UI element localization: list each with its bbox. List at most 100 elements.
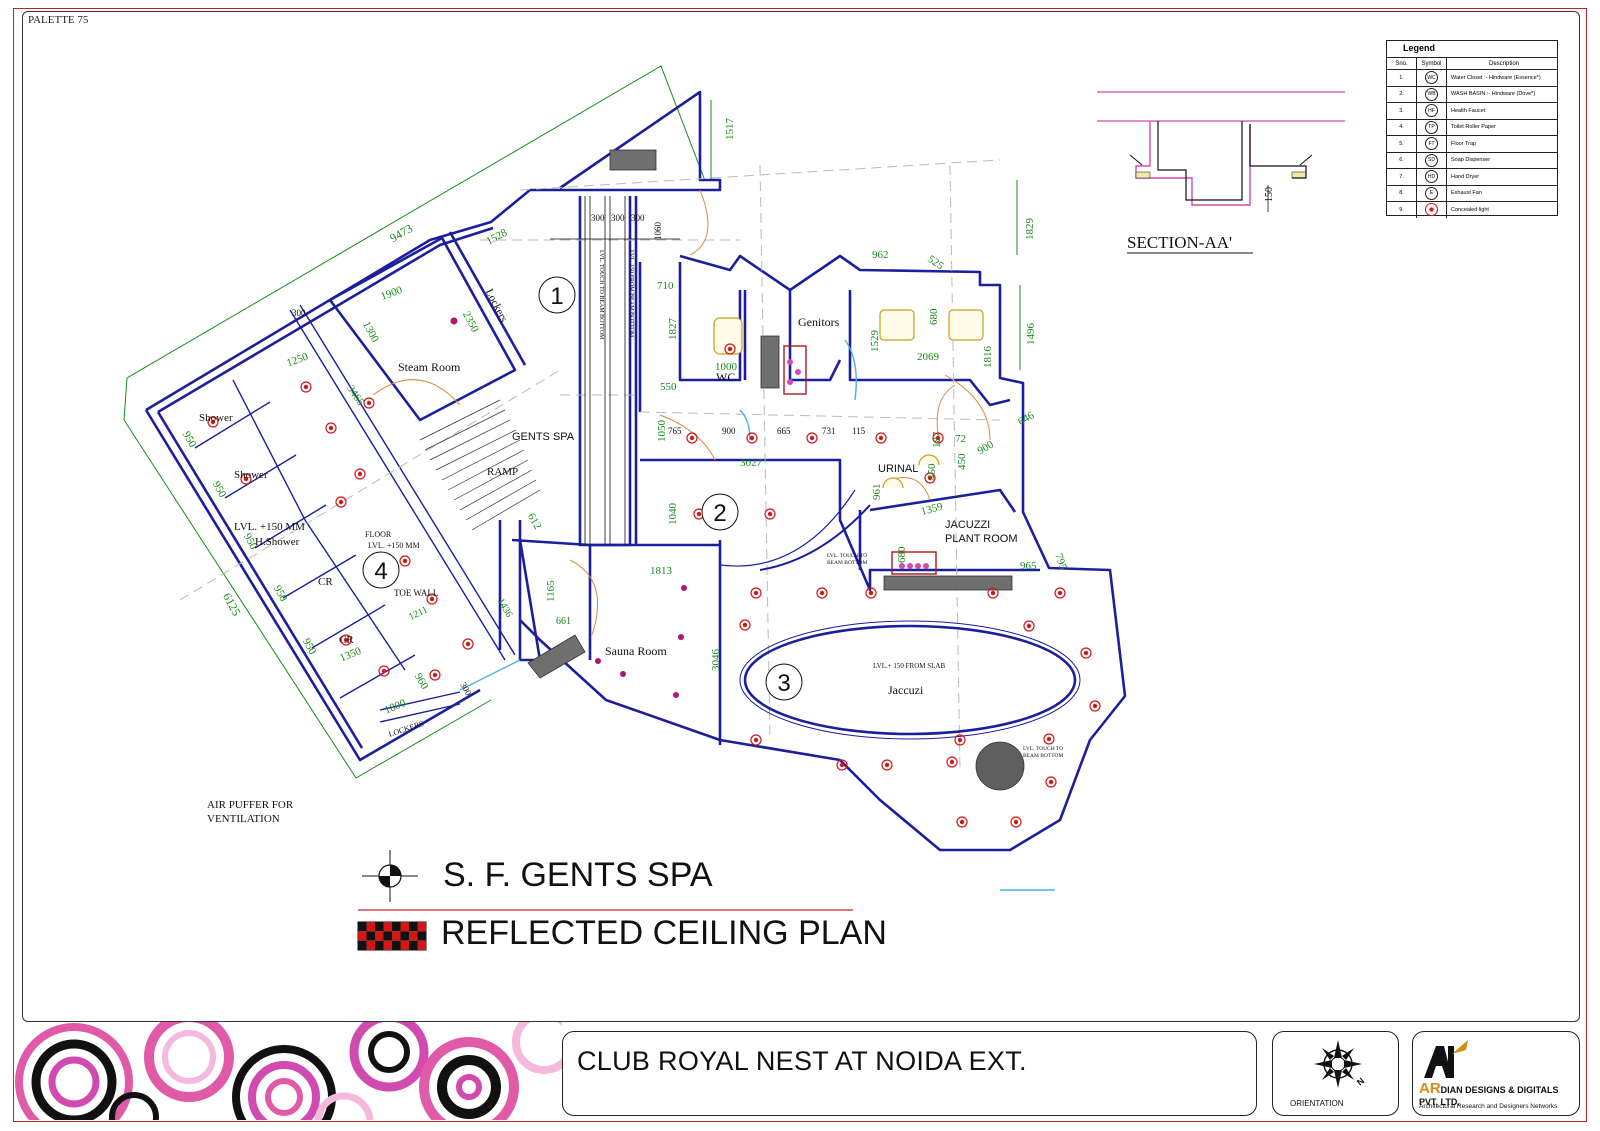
- lockers-bottom-label: LOCKERS: [388, 719, 425, 739]
- svg-text:72: 72: [955, 433, 966, 445]
- lvl-150-label: LVL. +150 MM: [234, 521, 305, 533]
- concealed-light-icon: [836, 759, 848, 771]
- company-logo-icon: [1424, 1040, 1468, 1078]
- checker-cell: [366, 940, 375, 950]
- concealed-light-dot: [878, 435, 884, 441]
- toe-wall-label: TOE WALL: [394, 588, 438, 598]
- concealed-light-icon: [1425, 203, 1438, 217]
- checker-cell: [358, 940, 367, 950]
- air-puffer-label-1: AIR PUFFER FOR: [207, 799, 294, 811]
- svg-text:1211: 1211: [407, 605, 429, 623]
- checker-cell: [400, 931, 409, 941]
- concealed-light-icon: [340, 634, 352, 646]
- cr-2-label: CR: [339, 634, 354, 646]
- legend-description: Health Faucet: [1451, 107, 1486, 114]
- legend-description: Floor Trap: [1451, 140, 1477, 147]
- svg-text:950: 950: [300, 636, 319, 657]
- concealed-light-dot: [328, 425, 334, 431]
- fixture-symbol-icon: HF: [1425, 104, 1438, 118]
- svg-text:N: N: [1355, 1076, 1366, 1088]
- checker-cell: [383, 940, 392, 950]
- checker-cell: [417, 931, 426, 941]
- equipment-boxes: [783, 345, 937, 575]
- svg-text:795: 795: [1052, 552, 1069, 572]
- sanitary-fixtures: [713, 309, 984, 355]
- shower-1-label: Shower: [199, 412, 233, 424]
- legend-header-symbol: Symbol: [1417, 58, 1447, 69]
- svg-text:2069: 2069: [917, 351, 940, 363]
- concealed-light-icon: [881, 759, 893, 771]
- checker-cell: [383, 931, 392, 941]
- svg-text:1165: 1165: [545, 580, 557, 602]
- svg-text:300: 300: [611, 213, 625, 223]
- legend-symbol-cell: TP: [1417, 119, 1447, 135]
- sheet-drawing-frame: [22, 11, 1580, 1022]
- beam-note-1: LVL. TOUCH TO BEAM BOTTOM: [598, 250, 604, 340]
- concealed-light-dot: [432, 672, 438, 678]
- company-name-text: DIAN DESIGNS & DIGITALS PVT. LTD.: [1419, 1085, 1559, 1107]
- walls: [144, 90, 1127, 852]
- jaccuzi-label: Jaccuzi: [888, 683, 924, 697]
- concealed-light-icon: [426, 593, 438, 605]
- checker-cell: [417, 940, 426, 950]
- svg-text:612: 612: [525, 511, 544, 531]
- lvl-touch-2a: LVL. TOUCH TO: [1023, 746, 1063, 752]
- urinal-fixtures: [882, 454, 940, 489]
- concealed-light-dot: [819, 590, 825, 596]
- project-title: CLUB ROYAL NEST AT NOIDA EXT.: [577, 1046, 1027, 1076]
- svg-text:1813: 1813: [650, 565, 673, 577]
- company-tagline: Architectural Research and Designers Net…: [1419, 1103, 1558, 1110]
- checker-cell: [375, 940, 384, 950]
- svg-text:450: 450: [956, 453, 968, 470]
- svg-text:1060: 1060: [653, 222, 663, 241]
- fixture-symbol-icon: WC: [1425, 71, 1438, 85]
- svg-text:765: 765: [668, 426, 682, 436]
- checker-cell: [383, 922, 392, 932]
- project-title-box: CLUB ROYAL NEST AT NOIDA EXT.: [562, 1031, 1257, 1116]
- legend-sno: 1.: [1387, 70, 1417, 86]
- cr-1-label: CR: [318, 576, 333, 588]
- svg-text:900: 900: [722, 426, 736, 436]
- svg-text:731: 731: [822, 426, 836, 436]
- svg-text:3046: 3046: [710, 649, 722, 672]
- checker-cell: [400, 940, 409, 950]
- concealed-light-dot: [1048, 779, 1054, 785]
- concealed-light-dot: [465, 641, 471, 647]
- concealed-lights: [207, 343, 1101, 828]
- jacuzzi-plant-label-2: PLANT ROOM: [945, 533, 1018, 545]
- company-mark: AR: [1419, 1080, 1441, 1097]
- svg-text:950: 950: [241, 531, 260, 552]
- svg-text:2350: 2350: [460, 309, 481, 334]
- svg-text:1350: 1350: [338, 645, 363, 665]
- svg-text:961: 961: [871, 484, 883, 501]
- shower-2-label: Shower: [234, 469, 268, 481]
- equipment-dots: [787, 359, 929, 569]
- checker-cell: [366, 931, 375, 941]
- jacuzzi-pool: [719, 489, 1081, 791]
- legend-description: WASH BASIN :- Hindware (Dove*): [1451, 91, 1536, 98]
- concealed-light-icon: [954, 734, 966, 746]
- svg-text:1496: 1496: [1025, 323, 1037, 346]
- concealed-light-icon: [429, 669, 441, 681]
- concealed-light-icon: [806, 432, 818, 444]
- concealed-light-icon: [865, 587, 877, 599]
- svg-text:1359: 1359: [920, 500, 945, 517]
- concealed-light-dot: [753, 590, 759, 596]
- svg-text:661: 661: [556, 616, 571, 627]
- zone-markers: [362, 276, 803, 701]
- svg-text:525: 525: [925, 253, 946, 273]
- concealed-light-icon: [240, 473, 252, 485]
- svg-text:680: 680: [896, 546, 908, 563]
- dimension-envelope: [123, 65, 1021, 779]
- checker-cell: [409, 931, 418, 941]
- concealed-light-dot: [696, 511, 702, 517]
- concealed-light-dot: [935, 435, 941, 441]
- section-title: SECTION-AA': [1127, 233, 1232, 252]
- checker-cell: [409, 922, 418, 932]
- svg-text:300: 300: [292, 308, 306, 318]
- legend-sno: 8.: [1387, 185, 1417, 201]
- checker-cell: [392, 922, 401, 932]
